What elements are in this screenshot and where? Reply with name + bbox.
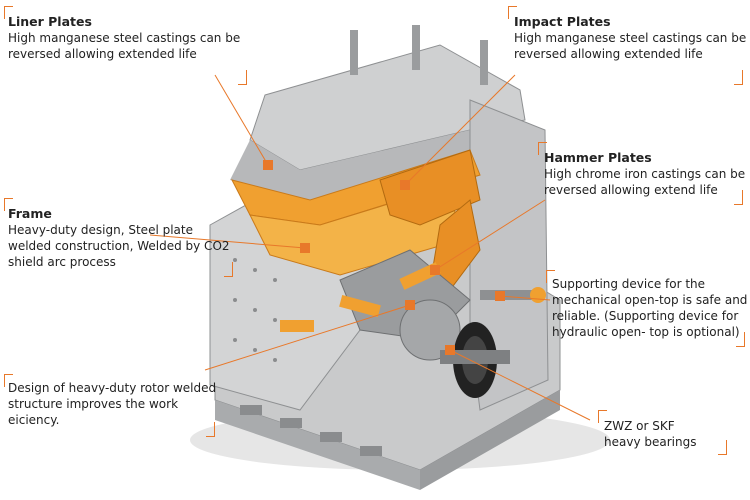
leader-lines bbox=[149, 74, 591, 421]
marker-frame bbox=[300, 243, 310, 253]
bracket-bottom-right bbox=[736, 332, 745, 347]
callout-desc: ZWZ or SKF heavy bearings bbox=[604, 419, 697, 449]
adjust-bolt bbox=[412, 25, 420, 70]
bracket-top-left bbox=[546, 270, 555, 283]
liner-leader bbox=[214, 74, 269, 166]
adjust-bolt bbox=[480, 40, 488, 85]
top-cover-underside bbox=[230, 130, 480, 200]
bracket-bottom-right bbox=[718, 440, 727, 455]
callout-title: Hammer Plates bbox=[544, 150, 652, 165]
base-side-skirt bbox=[420, 390, 560, 490]
adjust-bolt bbox=[350, 30, 358, 75]
bracket-bottom-right bbox=[734, 70, 743, 85]
callout-bearings: ZWZ or SKF heavy bearings bbox=[604, 418, 696, 450]
callout-desc: High manganese steel castings can be rev… bbox=[8, 31, 241, 61]
bracket-bottom-right bbox=[238, 70, 247, 85]
callout-desc: High manganese steel castings can be rev… bbox=[514, 31, 747, 61]
bearings-leader bbox=[449, 349, 591, 421]
callout-title: Frame bbox=[8, 206, 52, 221]
bracket-top-left bbox=[598, 410, 607, 423]
callout-desc: Design of heavy-duty rotor welded struct… bbox=[8, 381, 217, 427]
callout-desc: Heavy-duty design, Steel plate welded co… bbox=[8, 223, 230, 269]
bracket-top-left bbox=[4, 6, 13, 19]
support-leader bbox=[499, 295, 551, 301]
base-slot bbox=[240, 405, 262, 415]
bracket-top-left bbox=[508, 6, 517, 19]
marker-liner bbox=[263, 160, 273, 170]
hammer-plate bbox=[280, 320, 314, 332]
callout-frame: Frame Heavy-duty design, Steel plate wel… bbox=[8, 206, 230, 270]
callout-supporting-device: Supporting device for the mechanical ope… bbox=[552, 276, 747, 340]
hammer-leader bbox=[434, 199, 546, 271]
callout-liner-plates: Liner Plates High manganese steel castin… bbox=[8, 14, 240, 62]
marker-support bbox=[495, 291, 505, 301]
bracket-bottom-right bbox=[224, 262, 233, 277]
bracket-bottom-right bbox=[734, 190, 743, 205]
frame-leader bbox=[149, 234, 306, 249]
callout-desc: Supporting device for the mechanical ope… bbox=[552, 277, 748, 339]
base-slot bbox=[280, 418, 302, 428]
support-pivot bbox=[530, 287, 546, 303]
marker-hammer bbox=[430, 265, 440, 275]
hammer-plate bbox=[339, 295, 381, 317]
base-slot bbox=[360, 446, 382, 456]
bracket-bottom-right bbox=[206, 422, 215, 437]
impact-plates bbox=[379, 149, 481, 226]
bracket-top-left bbox=[4, 374, 13, 387]
frame-rivets bbox=[233, 258, 277, 362]
marker-bearings bbox=[445, 345, 455, 355]
base-front-skirt bbox=[215, 400, 420, 490]
impact-leader bbox=[404, 74, 516, 186]
callout-impact-plates: Impact Plates High manganese steel casti… bbox=[514, 14, 746, 62]
support-arm bbox=[480, 290, 540, 300]
callout-title: Liner Plates bbox=[8, 14, 92, 29]
callout-title: Impact Plates bbox=[514, 14, 611, 29]
callout-desc: High chrome iron castings can be reverse… bbox=[544, 167, 746, 197]
marker-impact bbox=[400, 180, 410, 190]
marker-rotor bbox=[405, 300, 415, 310]
callout-hammer-plates: Hammer Plates High chrome iron castings … bbox=[544, 150, 745, 198]
base-slot bbox=[320, 432, 342, 442]
bracket-top-left bbox=[538, 142, 547, 155]
leader-markers bbox=[263, 160, 505, 355]
callout-rotor: Design of heavy-duty rotor welded struct… bbox=[8, 380, 216, 428]
bracket-top-left bbox=[4, 198, 13, 211]
rotor-leader bbox=[204, 304, 411, 371]
